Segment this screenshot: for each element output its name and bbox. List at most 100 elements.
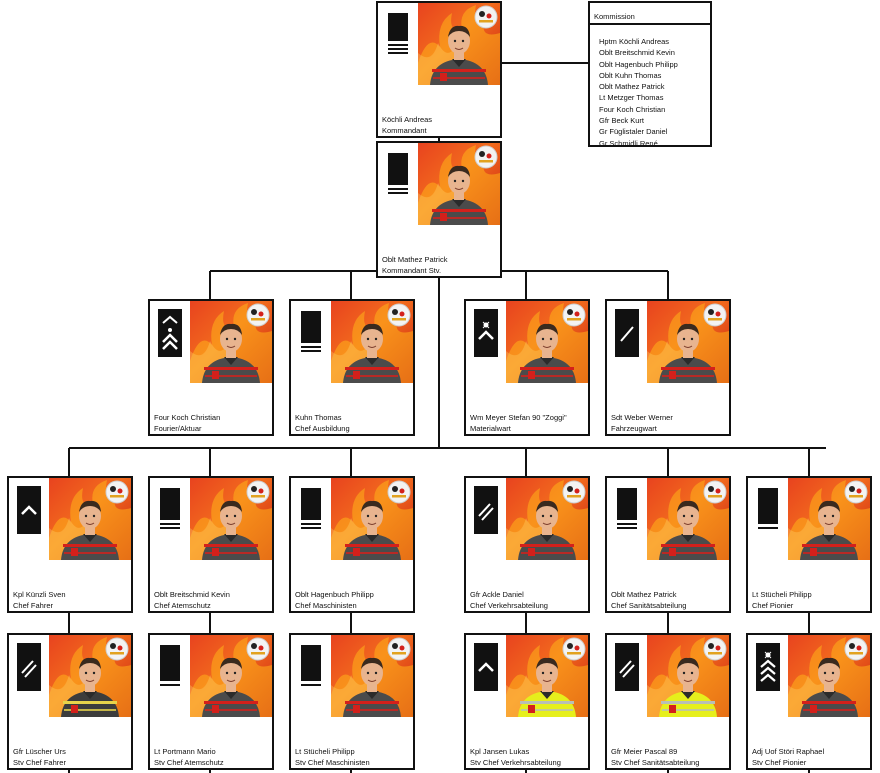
portrait-photo — [788, 478, 870, 560]
rank-gefreiter-icon — [615, 643, 639, 691]
commission-box: Kommission Hptm Köchli Andreas Oblt Brei… — [588, 1, 712, 149]
card-name: Sdt Weber Werner — [611, 413, 673, 422]
portrait-photo — [190, 635, 272, 717]
card-role: Chef Ausbildung — [295, 424, 350, 433]
card-name: Kpl Jansen Lukas — [470, 747, 530, 756]
rank-hauptmann-icon — [386, 11, 410, 59]
rank-gefreiter-icon — [474, 486, 498, 534]
commission-title: Kommission — [594, 12, 635, 21]
card-role: Stv Chef Fahrer — [13, 758, 66, 767]
portrait-photo — [49, 478, 131, 560]
commission-member: Hptm Köchli Andreas — [599, 37, 670, 46]
rank-soldat-icon — [615, 309, 639, 357]
card-role: Materialwart — [470, 424, 511, 433]
commission-member: Oblt Breitschmid Kevin — [599, 48, 675, 58]
card-name: Four Koch Christian — [154, 413, 221, 422]
commission-member: Gr Schmidli René — [599, 138, 658, 148]
rank-oberleutnant-icon — [386, 151, 410, 199]
card-name: Kpl Künzli Sven — [13, 590, 66, 599]
rank-leutnant-icon — [299, 643, 323, 691]
portrait-photo — [418, 143, 500, 225]
card-role: Fourier/Aktuar — [154, 424, 202, 433]
portrait-photo — [331, 301, 413, 383]
card-role: Kommandant Stv. — [382, 266, 442, 275]
card-name: Oblt Mathez Patrick — [611, 590, 677, 599]
rank-leutnant-icon — [158, 643, 182, 691]
rank-fourier-icon — [158, 309, 182, 357]
portrait-photo — [506, 478, 588, 560]
rank-leutnant-icon — [756, 486, 780, 534]
card-name: Gfr Meier Pascal 89 — [611, 747, 678, 756]
card-name: Kuhn Thomas — [295, 413, 342, 422]
org-card: Wm Meyer Stefan 90 "Zoggi" Materialwart — [464, 299, 590, 436]
card-role: Chef Maschinisten — [295, 601, 357, 610]
commission-member: Oblt Hagenbuch Philipp — [599, 59, 678, 69]
card-role: Chef Sanitätsabteilung — [611, 601, 687, 610]
card-name: Köchli Andreas — [382, 115, 433, 124]
rank-korporal-icon — [474, 643, 498, 691]
rank-adjutant-icon — [756, 643, 780, 691]
rank-oberleutnant-icon — [158, 486, 182, 534]
portrait-photo — [647, 301, 729, 383]
card-name: Oblt Breitschmid Kevin — [154, 590, 230, 599]
commission-member: Gfr Beck Kurt — [599, 116, 645, 126]
portrait-photo — [788, 635, 870, 717]
commission-member: Gr Füglistaler Daniel — [599, 127, 668, 137]
portrait-photo — [506, 635, 588, 717]
card-name: Wm Meyer Stefan 90 "Zoggi" — [470, 413, 567, 422]
portrait-photo — [331, 635, 413, 717]
portrait-photo — [190, 478, 272, 560]
rank-gefreiter-icon — [17, 643, 41, 691]
card-name: Gfr Lüscher Urs — [13, 747, 66, 756]
portrait-photo — [331, 478, 413, 560]
card-role: Chef Verkehrsabteilung — [470, 601, 548, 610]
card-role: Chef Fahrer — [13, 601, 54, 610]
card-role: Stv Chef Sanitätsabteilung — [611, 758, 700, 767]
rank-oberleutnant-icon — [299, 486, 323, 534]
card-name: Gfr Ackle Daniel — [470, 590, 524, 599]
card-role: Stv Chef Maschinisten — [295, 758, 370, 767]
rank-oberleutnant-icon — [615, 486, 639, 534]
commission-member: Four Koch Christian — [599, 104, 666, 114]
rank-oberleutnant-icon — [299, 309, 323, 357]
card-name: Oblt Mathez Patrick — [382, 255, 448, 264]
rank-wachtmeister-icon — [474, 309, 498, 357]
org-card: Gfr Meier Pascal 89 Stv Chef Sanitätsabte… — [605, 633, 731, 770]
card-name: Adj Uof Störi Raphael — [752, 747, 825, 756]
card-role: Fahrzeugwart — [611, 424, 657, 433]
card-role: Stv Chef Verkehrsabteilung — [470, 758, 561, 767]
portrait-photo — [418, 3, 500, 85]
card-name: Lt Portmann Mario — [154, 747, 216, 756]
card-role: Kommandant — [382, 126, 427, 135]
portrait-photo — [506, 301, 588, 383]
card-role: Chef Atemschutz — [154, 601, 211, 610]
commission-member: Oblt Kuhn Thomas — [599, 70, 662, 80]
card-name: Lt Stücheli Philipp — [295, 747, 355, 756]
portrait-photo — [647, 478, 729, 560]
commission-divider — [590, 23, 710, 25]
portrait-photo — [190, 301, 272, 383]
card-name: Lt Stücheli Philipp — [752, 590, 812, 599]
card-name: Oblt Hagenbuch Philipp — [295, 590, 374, 599]
card-role: Chef Pionier — [752, 601, 794, 610]
commission-member-list: Hptm Köchli Andreas Oblt Breitschmid Kev… — [599, 36, 678, 149]
portrait-photo — [647, 635, 729, 717]
